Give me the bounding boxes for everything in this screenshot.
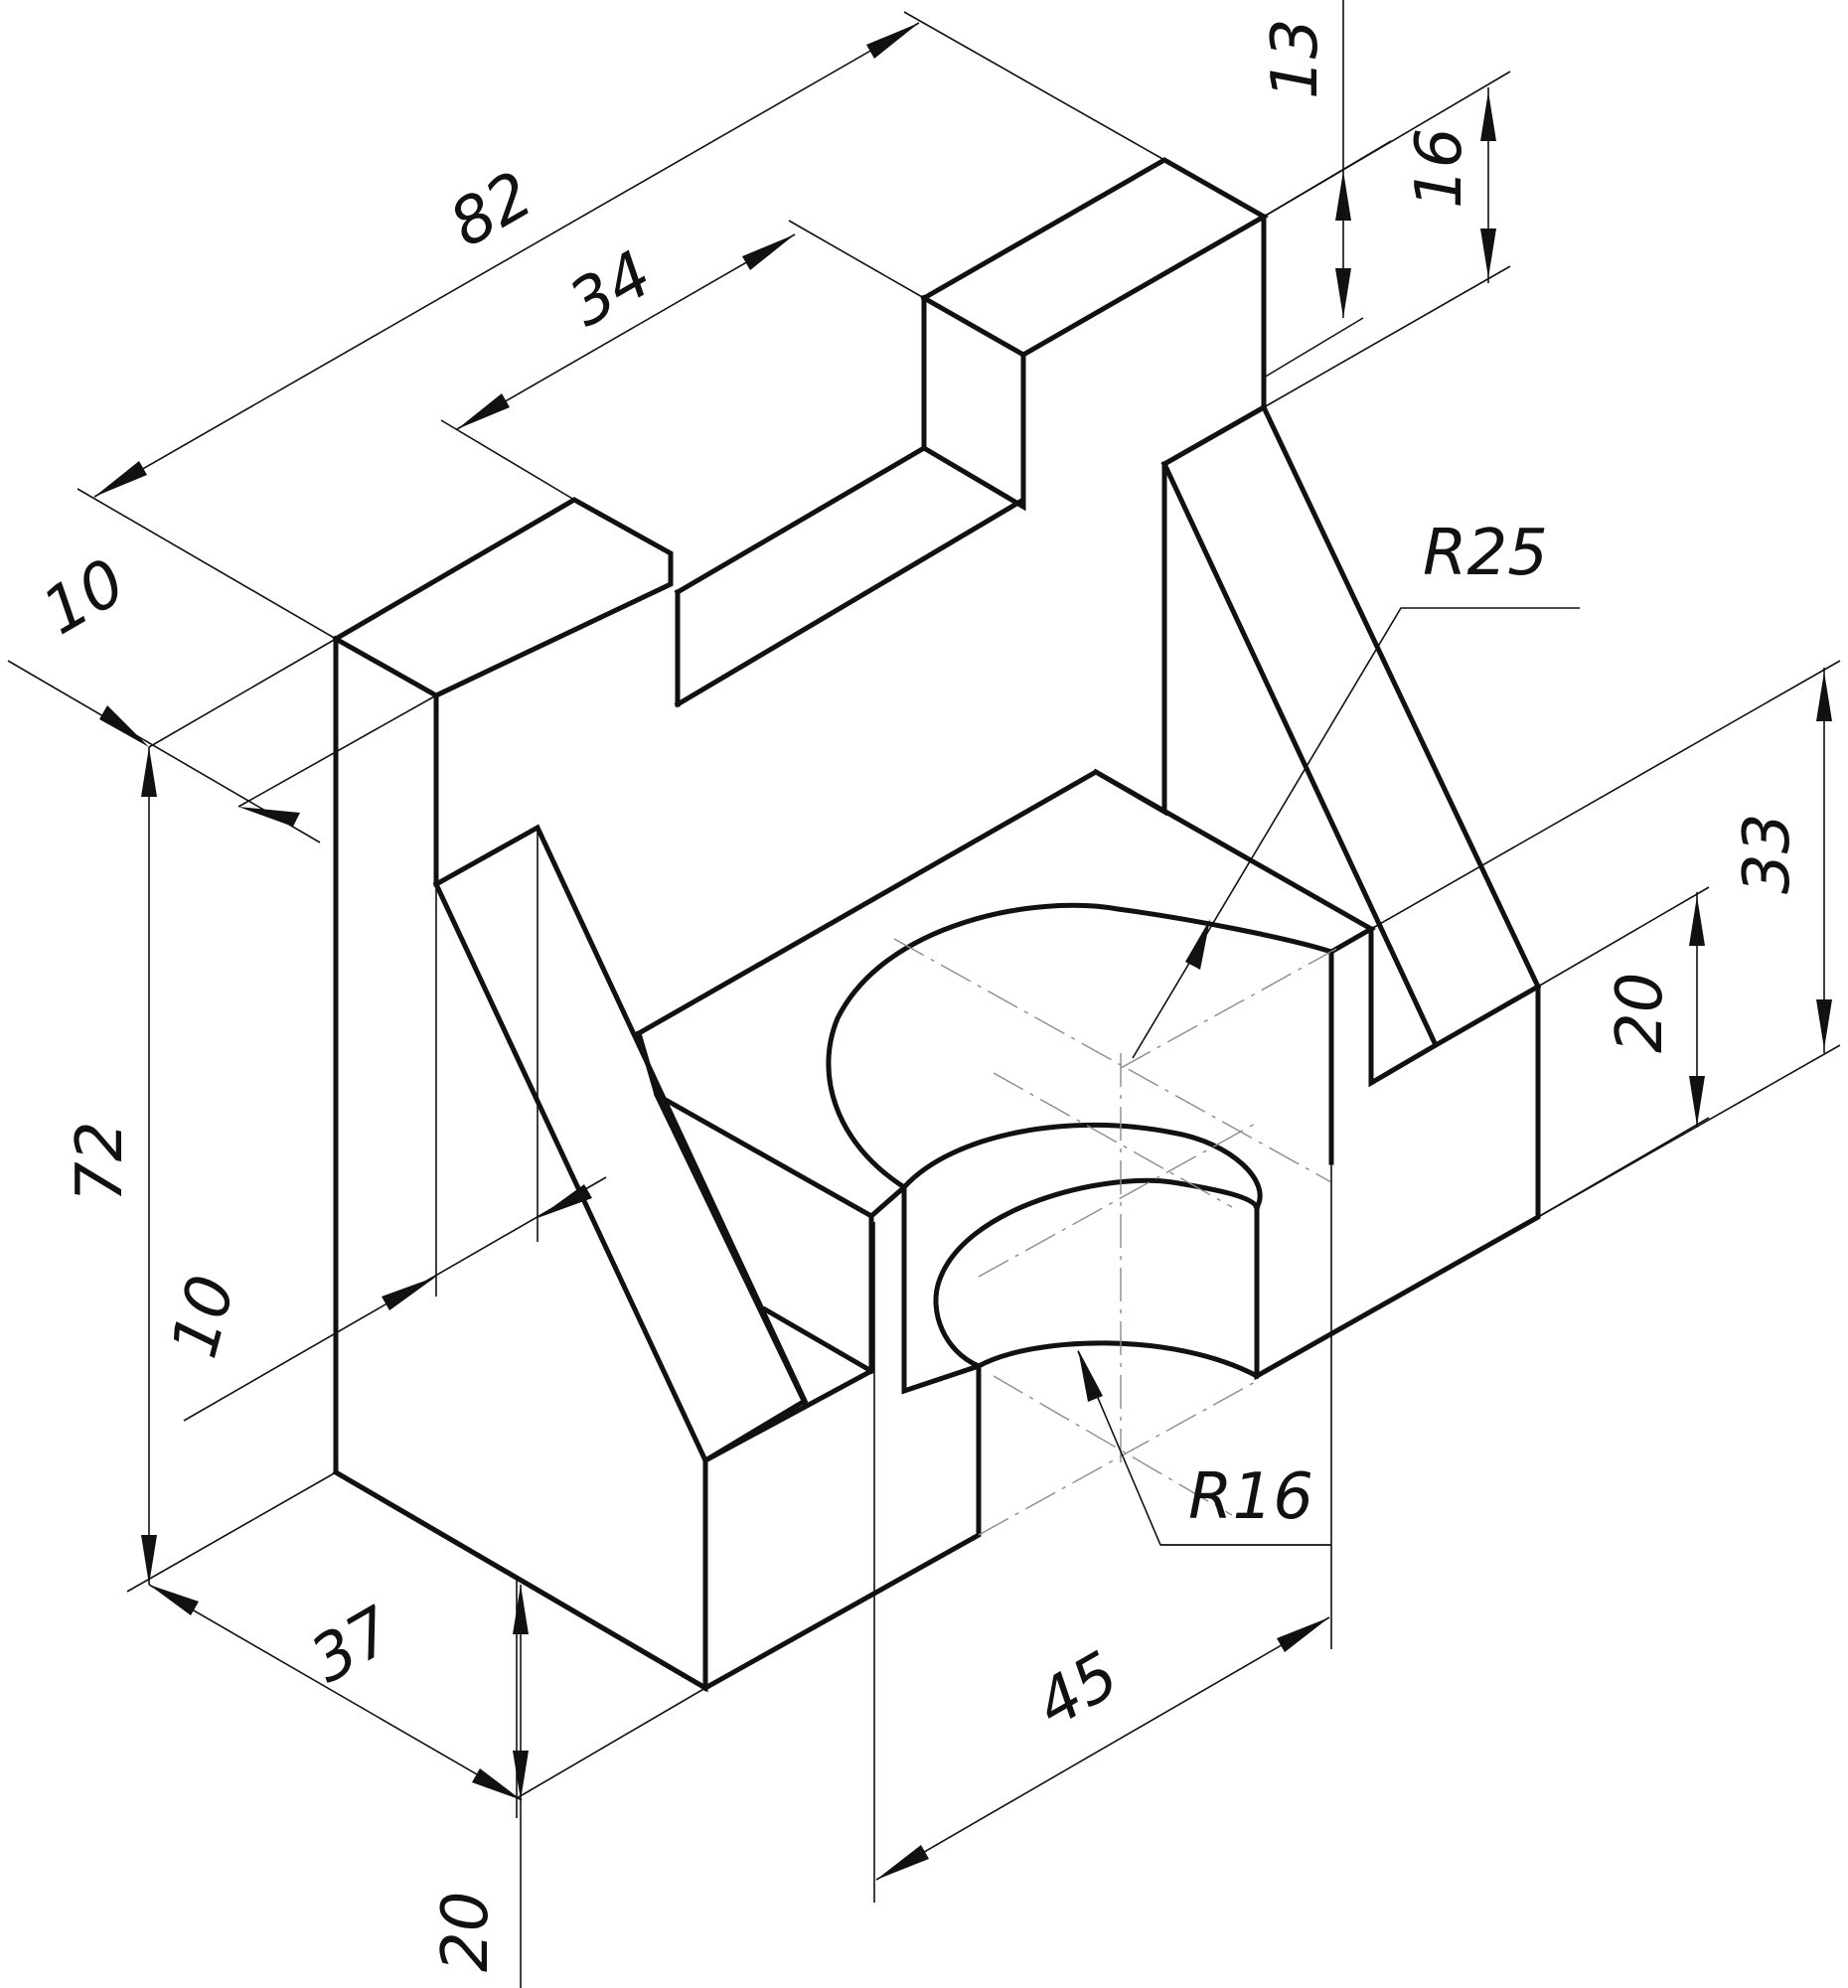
dim-10b-arrow-right xyxy=(538,1184,592,1218)
dim-10-arrow-outer xyxy=(99,705,149,747)
outer-arc xyxy=(826,902,1335,1191)
dim-13-ext-bottom xyxy=(1263,317,1364,379)
center-lines xyxy=(893,938,1337,1536)
dim-20-arrow-top xyxy=(513,1585,529,1634)
dim-72-arrow-bottom xyxy=(141,1535,157,1585)
centerline-diag-2 xyxy=(993,1072,1233,1208)
dim-37-arrow-right xyxy=(472,1768,522,1800)
dim-82-ext-left xyxy=(77,488,337,640)
centerline-axis-mid xyxy=(978,1122,1258,1278)
right-base-block xyxy=(1254,984,1541,1381)
dimension-lines xyxy=(7,0,1841,1988)
dim-37-line xyxy=(148,1584,523,1801)
dim-72-ext-bottom xyxy=(126,1471,337,1593)
dim-20b-arrow-top xyxy=(1689,896,1705,946)
label-20-base: 20 xyxy=(429,1892,503,1972)
dim-20-arrow-bottom xyxy=(513,1751,529,1800)
dim-45-arrow-left xyxy=(876,1845,929,1880)
dim-45-line xyxy=(875,1616,1330,1881)
dim-34-ext-right xyxy=(788,220,925,299)
back-block-top xyxy=(920,157,1270,358)
label-34: 34 xyxy=(557,237,665,342)
left-rib-inner xyxy=(653,1091,810,1409)
left-rib-bottom xyxy=(761,1305,875,1375)
label-20-right: 20 xyxy=(1604,973,1677,1053)
label-10-rib: 10 xyxy=(158,1268,250,1365)
dim-20b-ext-top xyxy=(1537,886,1710,988)
dim-10-ext-inner xyxy=(237,694,437,808)
centerline-axis-upper xyxy=(1120,948,1337,1069)
hole-front-left xyxy=(701,1181,982,1692)
dim-13-arrow-top xyxy=(1335,171,1351,221)
dim-82-arrow-right xyxy=(866,23,919,59)
dim-33-arrow-top xyxy=(1816,672,1832,721)
left-rib xyxy=(432,824,809,1464)
inner-arc xyxy=(933,1177,1261,1370)
dim-13-arrow-bottom xyxy=(1335,268,1351,318)
dim-33-arrow-bottom xyxy=(1816,999,1832,1049)
label-45: 45 xyxy=(1024,1638,1132,1743)
dim-16-ext-top xyxy=(1263,71,1511,218)
dim-82-ext-right xyxy=(903,11,1165,161)
label-10-top: 10 xyxy=(31,545,138,650)
slot-floor xyxy=(674,445,1026,708)
label-16: 16 xyxy=(1403,128,1476,209)
r16-arrow xyxy=(1078,1349,1103,1402)
dim-20-ext-right xyxy=(516,1687,706,1799)
left-upright-top xyxy=(332,497,674,698)
dim-45-arrow-right xyxy=(1277,1617,1329,1652)
dim-16-ext-bottom xyxy=(1263,265,1511,408)
dim-10-arrow-inner xyxy=(238,807,300,827)
platform-left-edge xyxy=(635,461,1167,1037)
label-r16: R16 xyxy=(1188,1460,1313,1534)
label-72: 72 xyxy=(64,1122,137,1202)
label-33: 33 xyxy=(1731,814,1804,894)
label-13: 13 xyxy=(1259,19,1332,99)
left-upright-outline xyxy=(333,636,708,1693)
right-rib xyxy=(1160,403,1542,1049)
dim-72-arrow-top xyxy=(141,747,157,797)
bottom-arc xyxy=(975,1340,1261,1380)
dim-16-arrow-bottom xyxy=(1480,229,1496,278)
dim-34-line xyxy=(456,233,796,430)
centerline-diag-3 xyxy=(993,1375,1233,1516)
part-outline xyxy=(332,157,1542,1693)
r16-leader xyxy=(1077,1350,1331,1546)
r25-leader xyxy=(1132,607,1580,1059)
label-r25: R25 xyxy=(1423,517,1548,590)
dim-33-ext-top xyxy=(1370,660,1841,930)
dim-16-arrow-top xyxy=(1480,91,1496,141)
dim-10-ext-outer xyxy=(148,638,337,748)
right-rib-lower xyxy=(1368,926,1440,1088)
dim-10b-arrow-left xyxy=(382,1277,436,1310)
inner-arc-top xyxy=(900,1122,1263,1211)
dim-20b-arrow-bottom xyxy=(1689,1076,1705,1126)
dim-37-arrow-left xyxy=(149,1585,199,1615)
dim-34-arrow-right xyxy=(742,234,795,270)
centerline-diag-1 xyxy=(893,938,1332,1183)
platform-right-ridge xyxy=(1092,768,1377,956)
dim-34-ext-left xyxy=(440,419,575,501)
dim-82-line xyxy=(93,22,920,498)
r25-arrow xyxy=(1185,919,1210,970)
dim-34-arrow-left xyxy=(457,393,510,429)
dim-33-ext-bottom xyxy=(1537,1044,1841,1218)
label-37: 37 xyxy=(299,1594,406,1698)
dim-82-arrow-left xyxy=(94,461,147,497)
